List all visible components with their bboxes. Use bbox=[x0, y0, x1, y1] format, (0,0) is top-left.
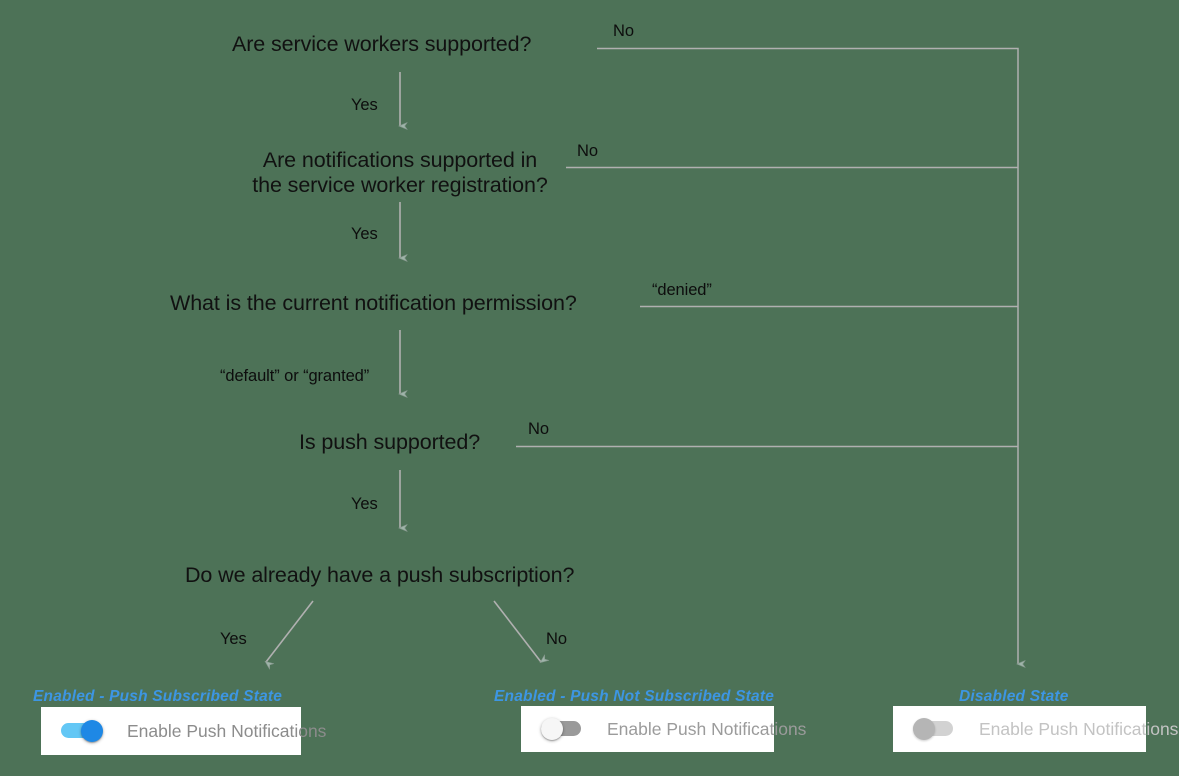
toggle-card-enabled-push-subscribed[interactable]: Enable Push Notifications bbox=[41, 707, 326, 755]
node-notifications-line1: Are notifications supported in bbox=[262, 148, 538, 172]
toggle-card-disabled: Enable Push Notifications bbox=[893, 706, 1178, 752]
edge-label-sw-yes: Yes bbox=[351, 96, 378, 114]
switch-knob bbox=[541, 718, 563, 740]
push-toggle-switch-subscribed[interactable] bbox=[61, 720, 105, 742]
edge-label-sw-no: No bbox=[613, 22, 634, 40]
push-toggle-switch-disabled bbox=[913, 718, 957, 740]
node-push-subscription: Do we already have a push subscription? bbox=[185, 563, 575, 587]
node-service-workers: Are service workers supported? bbox=[232, 32, 532, 56]
edge-label-perm-default-granted: “default” or “granted” bbox=[220, 367, 370, 385]
toggle-label-enabled-push-not-subscribed: Enable Push Notifications bbox=[607, 718, 807, 739]
edge-label-sub-no: No bbox=[546, 630, 567, 648]
toggle-card-enabled-push-not-subscribed[interactable]: Enable Push Notifications bbox=[521, 706, 806, 752]
toggle-label-disabled: Enable Push Notifications bbox=[979, 718, 1179, 739]
edge-label-push-yes: Yes bbox=[351, 495, 378, 513]
state-label-enabled-push-not-subscribed: Enabled - Push Not Subscribed State bbox=[494, 688, 775, 705]
edge-label-perm-denied: “denied” bbox=[652, 281, 712, 299]
node-notifications-line2: the service worker registration? bbox=[252, 173, 548, 198]
state-label-enabled-push-subscribed: Enabled - Push Subscribed State bbox=[33, 688, 283, 705]
edge-label-push-no: No bbox=[528, 420, 549, 438]
state-label-disabled: Disabled State bbox=[959, 688, 1069, 705]
node-notifications-supported: Are notifications supported in the servi… bbox=[232, 148, 568, 199]
node-notification-permission: What is the current notification permiss… bbox=[170, 291, 577, 315]
edge-sub-no bbox=[493, 600, 541, 662]
edge-sub-yes bbox=[266, 600, 314, 662]
toggle-label-enabled-push-subscribed: Enable Push Notifications bbox=[127, 720, 327, 741]
switch-knob bbox=[81, 720, 103, 742]
edge-label-notif-yes: Yes bbox=[351, 225, 378, 243]
switch-knob bbox=[913, 718, 935, 740]
edge-sw-no bbox=[597, 47, 1018, 665]
node-push-supported: Is push supported? bbox=[299, 430, 481, 454]
edge-label-notif-no: No bbox=[577, 142, 598, 160]
edge-label-sub-yes: Yes bbox=[220, 630, 247, 648]
push-toggle-switch-not-subscribed[interactable] bbox=[541, 718, 585, 740]
